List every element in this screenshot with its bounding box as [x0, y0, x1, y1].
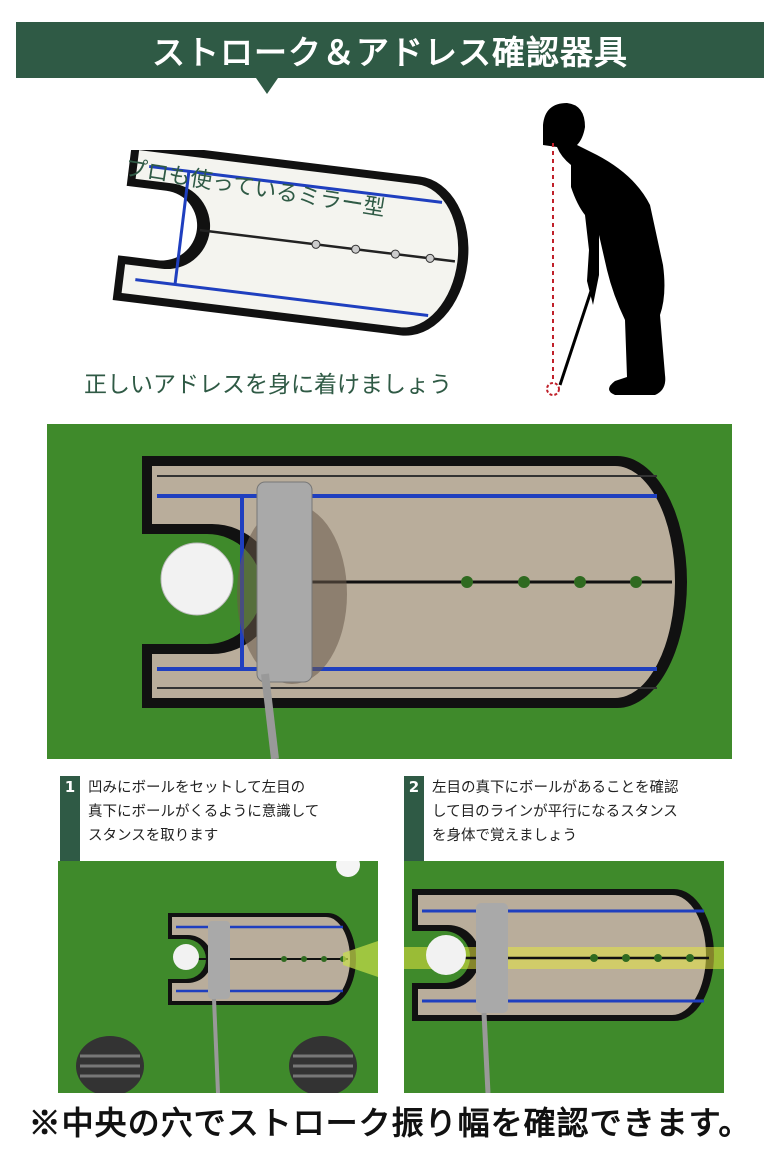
banner-pointer	[256, 78, 278, 94]
step-2-badge: 2	[404, 776, 424, 868]
step-1-badge: 1	[60, 776, 80, 868]
main-photo	[47, 424, 732, 759]
step-1-photo	[58, 861, 378, 1093]
step-2-number: 2	[408, 778, 420, 796]
step-1-text: 凹みにボールをセットして左目の 真下にボールがくるように意識して スタンスを取り…	[88, 780, 320, 844]
page-title: ストローク＆アドレス確認器具	[152, 33, 628, 72]
step-2-text: 左目の真下にボールがあることを確認 して目のラインが平行になるスタンス を身体で…	[432, 780, 679, 844]
address-caption: 正しいアドレスを身に着けましょう	[84, 372, 452, 398]
mirror-icon	[112, 150, 469, 336]
step-1-number: 1	[64, 778, 76, 796]
footer-note: ※中央の穴でストローク振り幅を確認できます。	[28, 1104, 752, 1142]
step-2-photo	[404, 861, 724, 1093]
golfer-silhouette-icon	[543, 103, 666, 396]
page-title-banner: ストローク＆アドレス確認器具	[16, 22, 764, 78]
